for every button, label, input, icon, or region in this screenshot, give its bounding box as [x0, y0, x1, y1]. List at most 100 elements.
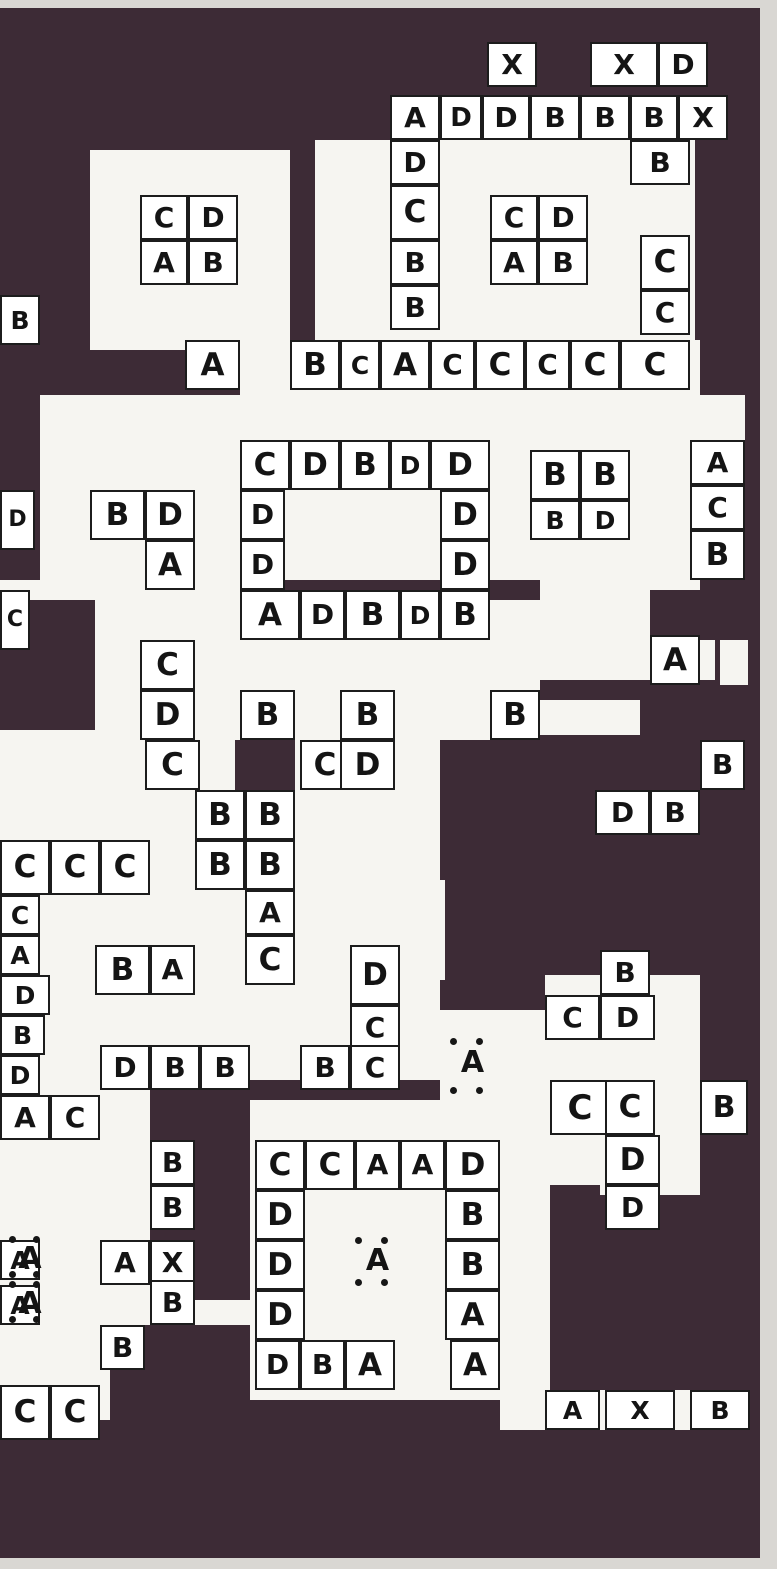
letter-tile[interactable]: D [255, 1240, 305, 1290]
letter-tile[interactable]: C [640, 290, 690, 335]
letter-tile[interactable]: D [445, 1140, 500, 1190]
letter-tile[interactable]: C [430, 340, 475, 390]
letter-tile[interactable]: B [195, 840, 245, 890]
letter-tile[interactable]: B [690, 530, 745, 580]
letter-tile[interactable]: B [188, 240, 238, 285]
letter-tile[interactable]: D [255, 1340, 300, 1390]
letter-tile[interactable]: C [100, 840, 150, 895]
letter-tile[interactable]: D [658, 42, 708, 87]
letter-tile[interactable]: B [650, 790, 700, 835]
letter-tile[interactable]: D [240, 490, 285, 540]
letter-tile[interactable]: D [595, 790, 650, 835]
letter-tile[interactable]: C [605, 1080, 655, 1135]
letter-tile[interactable]: D [290, 440, 340, 490]
letter-tile[interactable]: C [50, 1095, 100, 1140]
letter-tile[interactable]: D [440, 490, 490, 540]
letter-tile[interactable]: D [140, 690, 195, 740]
letter-tile[interactable]: X [605, 1390, 675, 1430]
letter-tile[interactable]: C [390, 185, 440, 240]
letter-tile[interactable]: A [140, 240, 188, 285]
letter-tile[interactable]: D [188, 195, 238, 240]
letter-tile[interactable]: B [0, 295, 40, 345]
letter-tile[interactable]: B [630, 95, 678, 140]
letter-tile[interactable]: A [355, 1140, 400, 1190]
letter-tile[interactable]: B [245, 840, 295, 890]
letter-tile[interactable]: A [380, 340, 430, 390]
letter-tile[interactable]: D [400, 590, 440, 640]
letter-tile[interactable]: B [530, 500, 580, 540]
letter-tile[interactable]: B [445, 1190, 500, 1240]
letter-tile[interactable]: C [240, 440, 290, 490]
letter-tile[interactable]: D [0, 490, 35, 550]
letter-tile[interactable]: B [580, 95, 630, 140]
letter-tile[interactable]: D [605, 1135, 660, 1185]
letter-tile[interactable]: C [525, 340, 570, 390]
letter-tile[interactable]: A [145, 540, 195, 590]
letter-tile[interactable]: A [150, 945, 195, 995]
letter-tile[interactable]: C [50, 840, 100, 895]
letter-tile[interactable]: D [580, 500, 630, 540]
dotted-start-tile[interactable]: A [345, 1230, 410, 1290]
letter-tile[interactable]: A [400, 1140, 445, 1190]
letter-tile[interactable]: C [50, 1385, 100, 1440]
letter-tile[interactable]: B [700, 1080, 748, 1135]
letter-tile[interactable]: B [445, 1240, 500, 1290]
letter-tile[interactable]: A [450, 1340, 500, 1390]
letter-tile[interactable]: C [0, 840, 50, 895]
letter-tile[interactable]: C [255, 1140, 305, 1190]
letter-tile[interactable]: C [305, 1140, 355, 1190]
dotted-start-tile[interactable]: A [0, 1230, 60, 1280]
letter-tile[interactable]: B [530, 95, 580, 140]
letter-tile[interactable]: A [390, 95, 440, 140]
letter-tile[interactable]: D [390, 140, 440, 185]
letter-tile[interactable]: B [340, 690, 395, 740]
letter-tile[interactable]: A [545, 1390, 600, 1430]
letter-tile[interactable]: B [200, 1045, 250, 1090]
letter-tile[interactable]: B [390, 285, 440, 330]
letter-tile[interactable]: C [145, 740, 200, 790]
letter-tile[interactable]: D [100, 1045, 150, 1090]
letter-tile[interactable]: A [690, 440, 745, 485]
letter-tile[interactable]: B [300, 1045, 350, 1090]
letter-tile[interactable]: D [430, 440, 490, 490]
letter-tile[interactable]: D [390, 440, 430, 490]
letter-tile[interactable]: B [345, 590, 400, 640]
letter-tile[interactable]: X [590, 42, 658, 87]
letter-tile[interactable]: B [530, 450, 580, 500]
letter-tile[interactable]: D [605, 1185, 660, 1230]
letter-tile[interactable]: D [538, 195, 588, 240]
letter-tile[interactable]: D [240, 540, 285, 590]
letter-tile[interactable]: A [490, 240, 538, 285]
letter-tile[interactable]: B [300, 1340, 345, 1390]
letter-tile[interactable]: B [490, 690, 540, 740]
letter-tile[interactable]: D [440, 95, 482, 140]
letter-tile[interactable]: A [100, 1240, 150, 1285]
letter-tile[interactable]: B [245, 790, 295, 840]
letter-tile[interactable]: B [390, 240, 440, 285]
letter-tile[interactable]: D [0, 975, 50, 1015]
letter-tile[interactable]: B [90, 490, 145, 540]
letter-tile[interactable]: A [245, 890, 295, 935]
letter-tile[interactable]: B [440, 590, 490, 640]
letter-tile[interactable]: B [580, 450, 630, 500]
letter-tile[interactable]: C [475, 340, 525, 390]
letter-tile[interactable]: C [140, 195, 188, 240]
letter-tile[interactable]: A [445, 1290, 500, 1340]
letter-tile[interactable]: C [0, 895, 40, 935]
letter-tile[interactable]: B [290, 340, 340, 390]
letter-tile[interactable]: B [240, 690, 295, 740]
letter-tile[interactable]: B [95, 945, 150, 995]
letter-tile[interactable]: B [538, 240, 588, 285]
letter-tile[interactable]: C [350, 1045, 400, 1090]
letter-tile[interactable]: A [650, 635, 700, 685]
letter-tile[interactable]: C [550, 1080, 610, 1135]
letter-tile[interactable]: X [150, 1240, 195, 1285]
letter-tile[interactable]: B [600, 950, 650, 995]
letter-tile[interactable]: B [340, 440, 390, 490]
letter-tile[interactable]: B [700, 740, 745, 790]
letter-tile[interactable]: C [0, 1385, 50, 1440]
letter-tile[interactable]: C [0, 590, 30, 650]
letter-tile[interactable]: A [0, 935, 40, 975]
letter-tile[interactable]: A [345, 1340, 395, 1390]
letter-tile[interactable]: C [640, 235, 690, 290]
